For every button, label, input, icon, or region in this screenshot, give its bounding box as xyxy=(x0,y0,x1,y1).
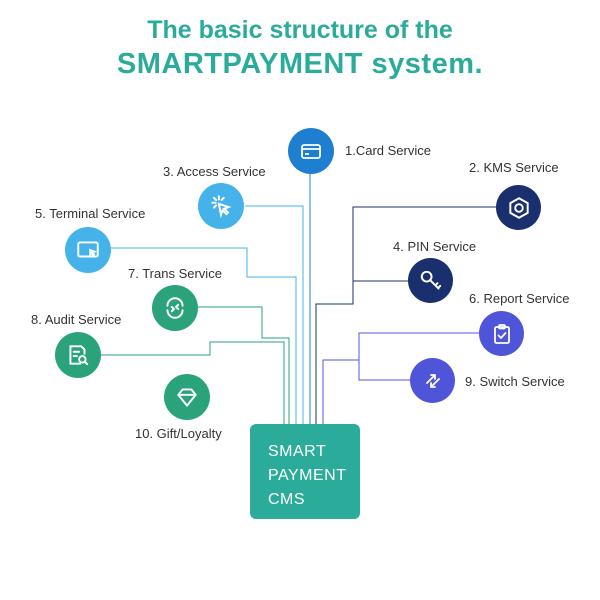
diamond-icon xyxy=(177,388,197,407)
connector-access xyxy=(245,205,304,424)
click-cursor-icon xyxy=(211,195,232,219)
audit-service-node[interactable] xyxy=(55,332,101,378)
hexagon-nut-icon xyxy=(508,196,529,219)
report-service-label: 6. Report Service xyxy=(469,291,570,306)
card-service-node[interactable] xyxy=(288,128,334,174)
switch-service-label: 9. Switch Service xyxy=(465,374,565,389)
pin-service-label: 4. PIN Service xyxy=(393,239,477,254)
connector-report xyxy=(322,332,479,424)
document-search-icon xyxy=(69,345,89,366)
access-service-label: 3. Access Service xyxy=(163,164,266,179)
title-line-2: SMARTPAYMENT system. xyxy=(116,48,484,80)
audit-service-label: 8. Audit Service xyxy=(31,312,122,327)
pin-service-node[interactable] xyxy=(408,258,453,303)
smart-payment-cms-box[interactable]: SMART PAYMENT CMS xyxy=(250,424,360,519)
key-icon xyxy=(420,270,441,290)
terminal-service-node[interactable] xyxy=(65,227,111,273)
clipboard-check-icon xyxy=(493,323,510,344)
cms-line-2: PAYMENT xyxy=(268,467,347,484)
trans-service-node[interactable] xyxy=(152,285,198,331)
connector-audit xyxy=(100,341,285,424)
monitor-icon xyxy=(77,241,99,258)
connector-terminal xyxy=(110,247,297,424)
connector-trans xyxy=(198,306,290,424)
card-service-label: 1.Card Service xyxy=(345,143,431,158)
report-service-node[interactable] xyxy=(479,311,524,356)
connector-kms xyxy=(315,206,496,424)
access-service-node[interactable] xyxy=(198,183,244,229)
swap-arrows-icon xyxy=(425,373,440,388)
cms-line-3: CMS xyxy=(268,491,306,508)
connector-switch xyxy=(358,360,410,381)
refresh-icon xyxy=(166,297,184,319)
switch-service-node[interactable] xyxy=(410,358,455,403)
kms-service-label: 2. KMS Service xyxy=(469,160,559,175)
gift-service-label: 10. Gift/Loyalty xyxy=(135,426,222,441)
gift-service-node[interactable] xyxy=(164,374,210,420)
card-icon xyxy=(301,144,321,159)
terminal-service-label: 5. Terminal Service xyxy=(35,206,146,221)
title-line-1: The basic structure of the xyxy=(147,16,453,44)
trans-service-label: 7. Trans Service xyxy=(128,266,222,281)
cms-line-1: SMART xyxy=(268,443,327,460)
kms-service-node[interactable] xyxy=(496,185,541,230)
